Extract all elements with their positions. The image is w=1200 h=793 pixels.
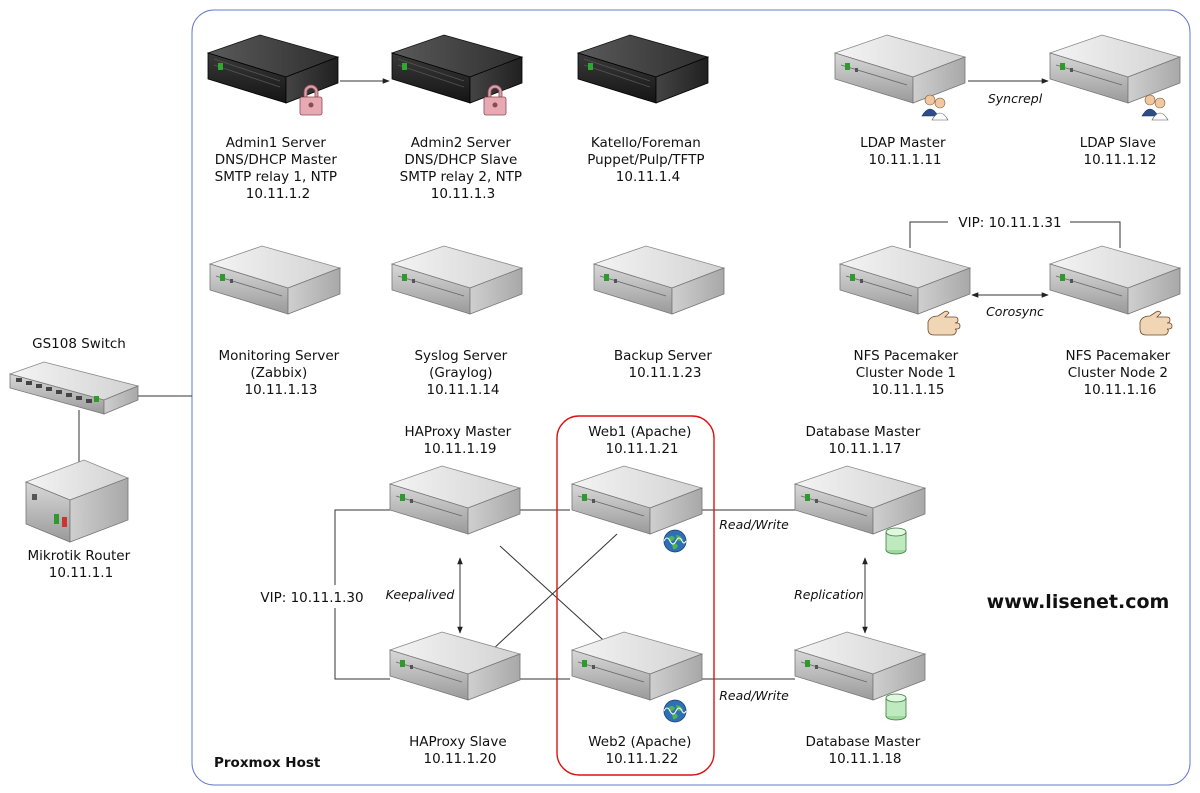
backup-label: Backup Server 10.11.1.23 (614, 348, 716, 381)
ldap-slave-label: LDAP Slave 10.11.1.12 (1080, 135, 1161, 168)
database-master1-label: Database Master 10.11.1.17 (805, 424, 924, 457)
katello-server (577, 34, 709, 104)
nfs-vip-label: VIP: 10.11.1.31 (958, 215, 1061, 231)
syslog-label: Syslog Server (Graylog) 10.11.1.14 (414, 348, 511, 398)
web1-server (571, 465, 703, 553)
proxmox-host-label: Proxmox Host (214, 755, 321, 771)
hand-icon (1139, 310, 1173, 336)
globe-icon (663, 699, 687, 723)
replication-label: Replication (794, 587, 864, 602)
ha-vip-label: VIP: 10.11.1.30 (260, 590, 363, 606)
syncrepl-label: Syncrepl (988, 91, 1043, 106)
router-label: Mikrotik Router 10.11.1.1 (28, 548, 135, 581)
admin1-server (207, 34, 339, 116)
database-master1-server (794, 465, 926, 555)
nfs-vip-wire-right (1070, 221, 1121, 248)
nfs-node2-label: NFS Pacemaker Cluster Node 2 10.11.1.16 (1066, 348, 1175, 398)
admin1-label: Admin1 Server DNS/DHCP Master SMTP relay… (215, 135, 342, 202)
ha-vip-wire-top (334, 509, 390, 585)
admin2-label: Admin2 Server DNS/DHCP Slave SMTP relay … (400, 135, 527, 202)
users-icon (921, 94, 949, 121)
connections (78, 78, 1121, 680)
web-tier-highlight (556, 415, 715, 776)
database-icon (885, 527, 907, 555)
backup-server (593, 245, 725, 315)
corosync-label: Corosync (986, 304, 1044, 319)
keepalived-label: Keepalived (386, 587, 455, 602)
katello-label: Katello/Foreman Puppet/Pulp/TFTP 10.11.1… (587, 135, 709, 185)
haproxy-slave-label: HAProxy Slave 10.11.1.20 (409, 734, 511, 767)
nfs-vip-wire-left (909, 221, 948, 248)
haproxy-master-label: HAProxy Master 10.11.1.19 (404, 424, 515, 457)
proxmox-host-boundary (191, 9, 1191, 786)
globe-icon (663, 529, 687, 553)
nfs-node1-label: NFS Pacemaker Cluster Node 1 10.11.1.15 (854, 348, 963, 398)
monitoring-server (209, 245, 341, 315)
device-labels: Admin1 Server DNS/DHCP Master SMTP relay… (28, 135, 1175, 767)
database-icon (885, 693, 907, 721)
site-watermark: www.lisenet.com (987, 591, 1170, 613)
read-write-label-1: Read/Write (719, 517, 789, 532)
users-icon (1141, 94, 1169, 121)
admin2-server (391, 34, 523, 116)
nfs-node1-server (839, 245, 971, 336)
switch-label: GS108 Switch (32, 336, 126, 352)
monitoring-label: Monitoring Server (Zabbix) 10.11.1.13 (218, 348, 343, 398)
web2-server (571, 631, 703, 723)
haproxy-master-server (389, 465, 521, 535)
hand-icon (927, 310, 961, 336)
link-labels: Syncrepl Corosync VIP: 10.11.1.31 VIP: 1… (260, 91, 1061, 703)
hapm-web2-wire (499, 545, 613, 649)
haps-web1-wire (491, 533, 618, 651)
database-master2-label: Database Master 10.11.1.18 (805, 734, 924, 767)
syslog-server (391, 245, 523, 315)
ldap-master-label: LDAP Master 10.11.1.11 (860, 135, 950, 168)
gs108-switch (9, 361, 139, 415)
ldap-master-server (834, 34, 966, 121)
web1-label: Web1 (Apache) 10.11.1.21 (588, 424, 696, 457)
database-master2-server (794, 631, 926, 721)
web2-label: Web2 (Apache) 10.11.1.22 (588, 734, 696, 767)
nfs-node2-server (1049, 245, 1181, 336)
read-write-label-2: Read/Write (719, 688, 789, 703)
ha-vip-wire-bottom (334, 608, 390, 680)
ldap-slave-server (1049, 34, 1181, 121)
mikrotik-router (25, 459, 129, 543)
